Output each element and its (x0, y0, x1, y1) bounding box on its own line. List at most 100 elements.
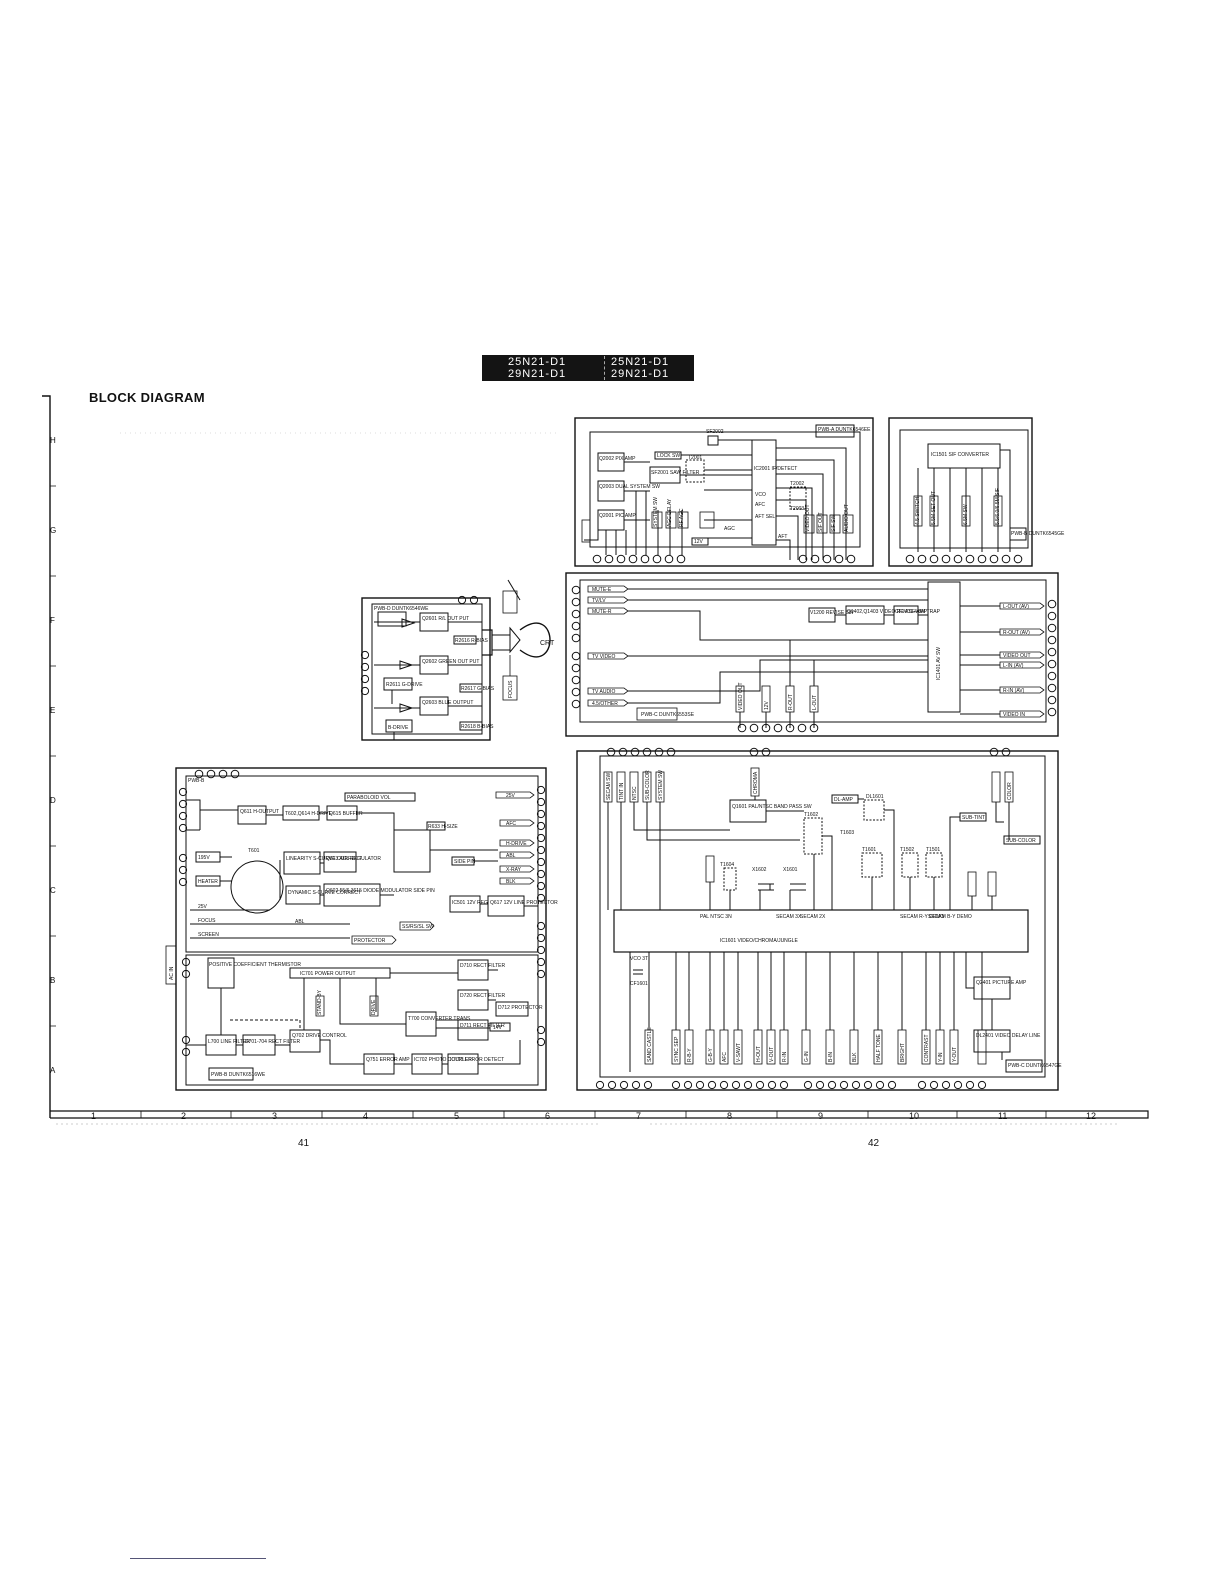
av-unit-label: PWB-C DUNTK6553SE (641, 712, 695, 718)
av-bottom-r-out: R-OUT (788, 694, 794, 710)
footer-rule (130, 1558, 266, 1559)
power-label-14v: 14V (493, 1025, 503, 1031)
model-list-right: 25N21-D1 29N21-D1 (604, 356, 669, 380)
grid-col-5: 5 (454, 1111, 460, 1121)
deflection-label-q602: Q602 55/6,3615 DIODE MODULATOR SIDE PIN (326, 888, 435, 894)
video-bottom-b-in: B-IN (828, 1052, 834, 1062)
sif-label-6-5m-sw: 6.5M SW (963, 504, 969, 525)
video-bottom-r-in: R-IN (782, 1051, 788, 1062)
video-bottom-y-in: Y-IN (938, 1052, 944, 1062)
grid-row-f: F (50, 616, 55, 625)
crt-label-r2616: R2616 R-BIAS (455, 638, 488, 644)
grid-col-12: 12 (1086, 1111, 1097, 1121)
deflection-label-t601: T601 (248, 848, 260, 854)
video-bottom-sync-sep: SYNC SEP (674, 1036, 680, 1062)
sif-label-4-5-switch: 4.5 SWITCH (915, 497, 921, 525)
power-unit-label: PWB-B DUNTK6516WE (211, 1072, 266, 1078)
grid-row-h: H (50, 436, 56, 445)
grid-col-2: 2 (181, 1111, 187, 1121)
sif-label-5-5m-set-out: 5.5M SET OUT (931, 491, 937, 525)
video-bottom-r-b-y: R-B-Y (687, 1048, 693, 1062)
deflection-label-t602: T602,Q614 H-DRIVE (285, 811, 333, 817)
video-label-t1603: T1603 (840, 830, 854, 836)
grid-row-c: C (50, 886, 56, 895)
crt-label-q2601: Q2601 R/L OUT PUT (422, 616, 469, 622)
video-label-sub-color: SUB-COLOR (1006, 838, 1036, 844)
video-bottom-v-out: V-OUT (769, 1047, 775, 1062)
av-label-v1200: V1200 REVISE SW (810, 610, 854, 616)
av-label-ic1401: IC1401 AV SW (936, 647, 942, 680)
page-number-left: 41 (298, 1138, 310, 1149)
tuner-signal-video-out: VIDEO OUT (805, 504, 811, 532)
video-label-secam-3x: SECAM 3X (776, 914, 802, 920)
video-label-sub-tint: SUB-TINT (962, 815, 985, 821)
deflection-label-ic501: IC501 12V REG (452, 900, 488, 906)
deflection-label-q617: Q617 12V LINE PROTECTOR (490, 900, 558, 906)
grid-column-scale: 1 2 3 4 5 6 7 8 9 10 11 12 (50, 1111, 1148, 1121)
deflection-label-side-pin: SIDE PIN (454, 859, 476, 865)
av-bottom-video-out: VIDEO OUT (738, 682, 744, 710)
video-bottom-sand-castle: SAND CASTLE (647, 1027, 653, 1062)
video-label-ic1601: IC1601 VIDEO/CHROMA/JUNGLE (720, 938, 798, 944)
crt-label-b-drive: B-DRIVE (388, 725, 409, 731)
video-bottom-y-out: Y-OUT (952, 1047, 958, 1062)
video-label-dl-amp: DL-AMP (834, 797, 854, 803)
grid-col-10: 10 (909, 1111, 920, 1121)
video-bottom-bright: BRIGHT (900, 1043, 906, 1062)
deflection-signal-25v: 25V (506, 793, 516, 799)
deflection-unit-label: PWB-B (188, 778, 205, 784)
grid-col-4: 4 (363, 1111, 369, 1121)
grid-row-d: D (50, 796, 56, 805)
video-bottom-g-in: G-IN (804, 1051, 810, 1062)
model-list-left: 25N21-D1 29N21-D1 (508, 356, 567, 380)
video-top-chroma: CHROMA (753, 771, 759, 794)
grid-row-b: B (50, 976, 56, 985)
video-chroma-block (576, 747, 1059, 1091)
deflection-signal-screen: SCREEN (198, 932, 219, 938)
av-output-r-in: R-IN (AV) (1003, 688, 1025, 694)
deflection-power-block (165, 767, 547, 1091)
tuner-label-t2003: T2003 (790, 506, 804, 512)
power-label-drive: DRIVE (371, 999, 377, 1015)
deflection-label-ss-sw: SS/RS/SL SW (402, 924, 434, 930)
power-label-d701: D701-704 RECT FILTER (245, 1039, 301, 1045)
av-output-r-out: R-OUT (AV) (1003, 630, 1030, 636)
av-label-cf1401: CF1401 4.5M TRAP (895, 609, 941, 615)
power-label-q751: Q751 ERROR AMP (366, 1057, 410, 1063)
tuner-label-q2003: Q2003 DUAL SYSTEM SW (599, 484, 660, 490)
crt-label-q2603: Q2603 BLUE OUTPUT (422, 700, 473, 706)
video-bottom-h-out: H-OUT (756, 1046, 762, 1062)
video-label-cf1601: CF1601 (630, 981, 648, 987)
video-label-t1604: T1604 (720, 862, 734, 868)
video-label-secam-2x: SECAM 2X (800, 914, 826, 920)
power-label-d711: D711 RECT FILTER (460, 1023, 505, 1029)
video-top-sub-color: SUB-COLOR (645, 770, 651, 800)
sif-label-ic1501: IC1501 SIF CONVERTER (931, 452, 989, 458)
tuner-unit-label: PWB-A DUNTK6546EE (818, 427, 871, 433)
deflection-signal-blk: BLK (506, 879, 516, 885)
av-output-video-in: VIDEO IN (1003, 712, 1025, 718)
power-label-ic702: IC702 PHOTO COUPLER (414, 1057, 472, 1063)
crt-label-r2617: R2617 G-BIAS (461, 686, 495, 692)
video-bottom-afc: AFC (722, 1052, 728, 1062)
deflection-label-dynamic: DYNAMIC S-CURVE CORRECT (288, 890, 361, 896)
tuner-label-q2001: Q2001 PIC AMP (599, 513, 636, 519)
grid-col-1: 1 (91, 1111, 97, 1121)
deflection-label-linearity: LINEARITY S-CURVE CORRECT (286, 856, 362, 862)
deflection-signal-25v-left: 25V (198, 904, 208, 910)
video-bottom-blk: BLK (852, 1052, 858, 1062)
crt-tube-label: CRT (540, 640, 555, 647)
crt-label-r2611: R2611 G-DRIVE (386, 682, 423, 688)
deflection-signal-heater: HEATER (198, 879, 218, 885)
video-top-secam-sw: SECAM SW (606, 772, 612, 800)
page-title: BLOCK DIAGRAM (89, 390, 205, 405)
tuner-label-afc: AFC (755, 502, 765, 508)
power-label-d710: D710 RECT FILTER (460, 963, 505, 969)
tuner-if-block (574, 417, 874, 567)
deflection-signal-195v: 195V (198, 855, 210, 861)
video-top-tint-in: TINT IN (619, 782, 625, 800)
av-bottom-l-out: L-OUT (812, 695, 818, 710)
video-top-system-sw: SYSTEM SW (658, 770, 664, 800)
model-banner: 25N21-D1 29N21-D1 25N21-D1 29N21-D1 (482, 355, 694, 381)
av-label-mute-r: MUTE-R (592, 609, 612, 615)
